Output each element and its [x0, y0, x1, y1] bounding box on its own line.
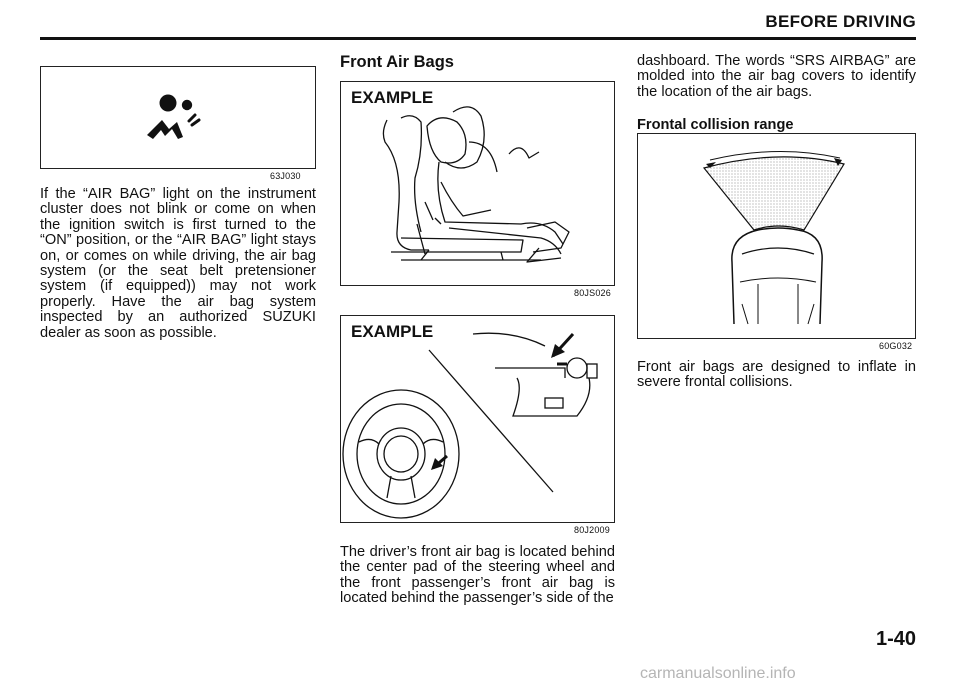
steering-wheel-airbag-figure: EXAMPLE	[340, 315, 615, 523]
frontal-collision-range-figure	[637, 133, 916, 339]
front-air-bags-heading: Front Air Bags	[340, 53, 454, 71]
page-number: 1-40	[875, 628, 916, 650]
page-header-title: BEFORE DRIVING	[765, 12, 916, 31]
seated-occupant-illustration	[382, 106, 570, 263]
srs-airbag-paragraph: dashboard. The words “SRS AIRBAG” are mo…	[637, 53, 916, 100]
example-label: EXAMPLE	[351, 88, 434, 107]
figure-code-60g032: 60G032	[879, 341, 913, 351]
airbag-light-paragraph: If the “AIR BAG” light on the instrument…	[40, 186, 316, 341]
seated-driver-airbag-figure: EXAMPLE	[340, 81, 615, 286]
car-collision-range-illustration	[702, 151, 845, 325]
figure-code-80j2009: 80J2009	[574, 525, 610, 535]
frontal-collision-paragraph: Front air bags are designed to inflate i…	[637, 359, 916, 391]
airbag-warning-icon	[147, 94, 201, 139]
watermark: carmanualsonline.info	[640, 665, 796, 682]
frontal-collision-range-heading: Frontal collision range	[637, 117, 794, 133]
example-label: EXAMPLE	[351, 322, 434, 341]
header-rule	[40, 37, 916, 40]
figure-code-80js026: 80JS026	[574, 288, 611, 298]
airbag-location-paragraph: The driver’s front air bag is located be…	[340, 544, 615, 607]
figure-code-63j030: 63J030	[270, 171, 301, 181]
airbag-warning-light-figure	[40, 66, 316, 169]
steering-wheel-illustration	[342, 332, 598, 519]
